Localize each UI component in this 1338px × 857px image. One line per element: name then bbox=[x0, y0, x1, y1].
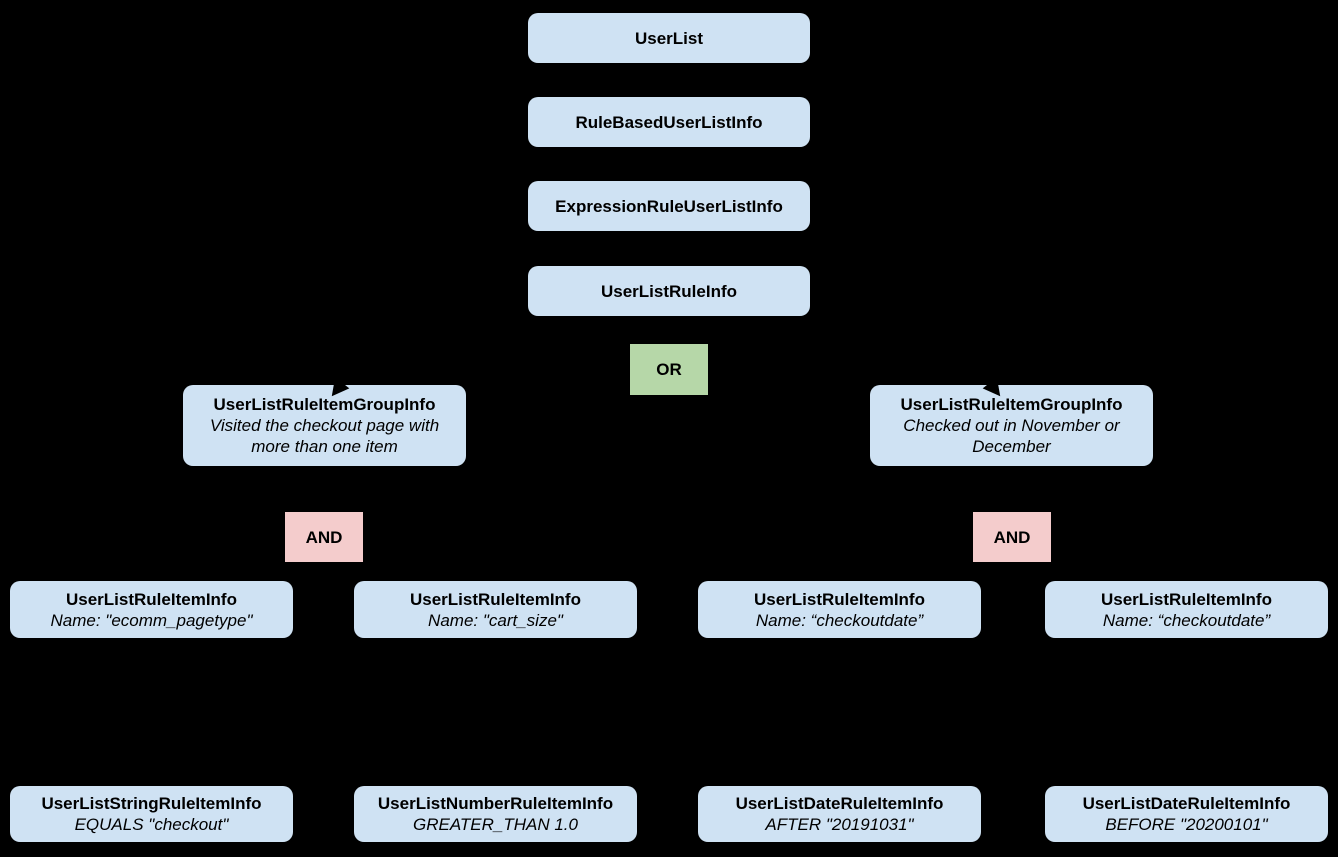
operator-label: AND bbox=[993, 527, 1031, 547]
node-title: UserListRuleItemGroupInfo bbox=[213, 395, 436, 414]
node-title: UserListDateRuleItemInfo bbox=[735, 794, 944, 813]
node-detail: Name: “checkoutdate” bbox=[755, 610, 924, 630]
node-userlist: UserList bbox=[528, 13, 810, 63]
and-operator-node-right: AND bbox=[973, 512, 1051, 562]
node-label: RuleBasedUserListInfo bbox=[575, 112, 763, 132]
node-rulebaseduserlistinfo: RuleBasedUserListInfo bbox=[528, 97, 810, 147]
node-ruleitem-checkoutdate-1: UserListRuleItemInfo Name: “checkoutdate… bbox=[698, 581, 981, 638]
or-operator-node: OR bbox=[630, 344, 708, 395]
node-title: UserListStringRuleItemInfo bbox=[41, 794, 262, 813]
node-title: UserListRuleItemInfo bbox=[1101, 589, 1272, 609]
node-ruleitem-cart-size: UserListRuleItemInfo Name: "cart_size" bbox=[354, 581, 637, 638]
node-title: UserListRuleItemInfo bbox=[410, 589, 581, 609]
node-description: Checked out in November or December bbox=[903, 416, 1120, 456]
operator-label: OR bbox=[656, 360, 682, 379]
node-label: UserList bbox=[634, 28, 704, 48]
node-ruleitemgroup-left: UserListRuleItemGroupInfo Visited the ch… bbox=[183, 385, 466, 466]
node-label: ExpressionRuleUserListInfo bbox=[555, 196, 783, 216]
node-description: Visited the checkout page with more than… bbox=[209, 416, 440, 456]
node-expressionruleuserlistinfo: ExpressionRuleUserListInfo bbox=[528, 181, 810, 231]
node-ruleitem-checkoutdate-2: UserListRuleItemInfo Name: “checkoutdate… bbox=[1045, 581, 1328, 638]
node-label: UserListRuleInfo bbox=[600, 281, 738, 301]
node-detail: Name: "ecomm_pagetype" bbox=[50, 610, 253, 630]
node-detail: EQUALS "checkout" bbox=[74, 815, 229, 834]
node-detail: GREATER_THAN 1.0 bbox=[412, 815, 578, 834]
node-detail: AFTER "20191031" bbox=[765, 815, 914, 834]
node-ruleitem-ecomm-pagetype: UserListRuleItemInfo Name: "ecomm_pagety… bbox=[10, 581, 293, 638]
node-title: UserListRuleItemGroupInfo bbox=[900, 395, 1123, 414]
operator-label: AND bbox=[305, 527, 343, 547]
node-dateruleitem-before: UserListDateRuleItemInfo BEFORE "2020010… bbox=[1045, 786, 1328, 842]
node-detail: Name: “checkoutdate” bbox=[1102, 610, 1271, 630]
and-operator-node-left: AND bbox=[285, 512, 363, 562]
node-title: UserListNumberRuleItemInfo bbox=[377, 794, 614, 813]
node-title: UserListRuleItemInfo bbox=[66, 589, 237, 609]
node-numberruleitem: UserListNumberRuleItemInfo GREATER_THAN … bbox=[354, 786, 637, 842]
node-userlistruleinfo: UserListRuleInfo bbox=[528, 266, 810, 316]
node-stringruleitem: UserListStringRuleItemInfo EQUALS "check… bbox=[10, 786, 293, 842]
node-title: UserListDateRuleItemInfo bbox=[1082, 794, 1291, 813]
node-detail: BEFORE "20200101" bbox=[1105, 815, 1268, 834]
node-detail: Name: "cart_size" bbox=[428, 610, 563, 630]
node-ruleitemgroup-right: UserListRuleItemGroupInfo Checked out in… bbox=[870, 385, 1153, 466]
node-dateruleitem-after: UserListDateRuleItemInfo AFTER "20191031… bbox=[698, 786, 981, 842]
node-title: UserListRuleItemInfo bbox=[754, 589, 925, 609]
